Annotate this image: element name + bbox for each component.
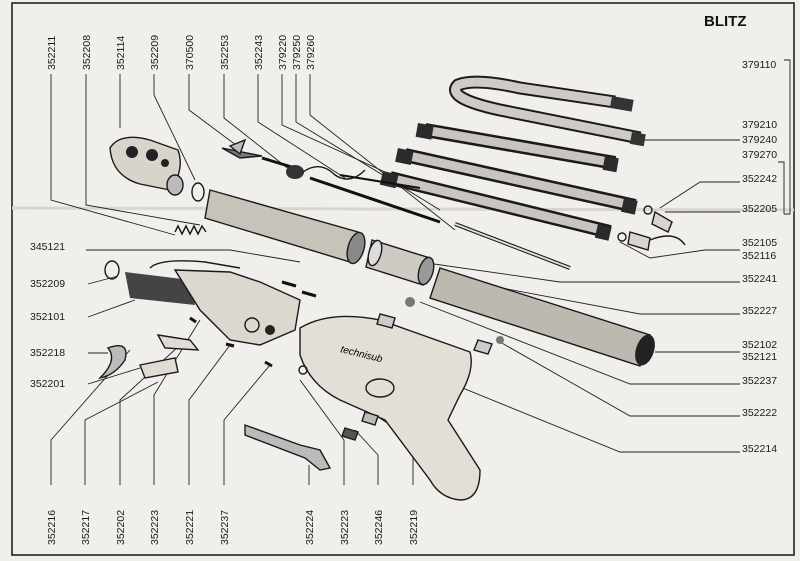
label-352223-b: 352223 xyxy=(339,510,351,545)
label-352208: 352208 xyxy=(81,35,93,70)
bottom-labels: 352216 352217 352202 352223 352221 35223… xyxy=(46,510,420,545)
mechanism-frame xyxy=(173,269,301,346)
trigger-352218 xyxy=(97,345,127,380)
pistol-grip-352214: technisub xyxy=(299,315,481,501)
label-352223-a: 352223 xyxy=(149,510,161,545)
spring-352208 xyxy=(174,224,207,236)
screws-352246 xyxy=(298,365,379,441)
label-379260: 379260 xyxy=(305,35,317,70)
label-352224: 352224 xyxy=(304,510,316,545)
top-labels: 352211 352208 352114 352209 370500 35225… xyxy=(46,35,317,70)
pins-352223 xyxy=(189,280,317,368)
label-352241: 352241 xyxy=(742,273,777,285)
label-352214: 352214 xyxy=(742,443,777,455)
label-379270: 379270 xyxy=(742,149,777,161)
label-352211: 352211 xyxy=(46,36,58,70)
label-352237-right: 352237 xyxy=(742,375,777,387)
label-352216: 352216 xyxy=(46,510,58,545)
label-379250: 379250 xyxy=(291,35,303,70)
label-352209-top: 352209 xyxy=(149,35,161,70)
label-352205: 352205 xyxy=(742,203,777,215)
barrel-352227 xyxy=(204,189,655,367)
handle-tube-352101 xyxy=(104,260,241,305)
label-352218: 352218 xyxy=(30,347,65,359)
trigger-lever-352217 xyxy=(139,334,200,379)
label-352227: 352227 xyxy=(742,305,777,317)
left-labels: 345121 352209 352101 352218 352201 xyxy=(30,241,65,390)
label-352101: 352101 xyxy=(30,311,65,323)
label-352209-left: 352209 xyxy=(30,278,65,290)
label-352114: 352114 xyxy=(115,36,127,70)
sheet-border xyxy=(11,2,795,556)
shaft-rod-352243 xyxy=(309,174,441,224)
band-fitting-352105 xyxy=(617,231,686,251)
label-379240: 379240 xyxy=(742,134,777,146)
label-352102: 352102 xyxy=(742,339,777,351)
muzzle-head-352114 xyxy=(109,136,184,196)
bushings-352222 xyxy=(376,297,504,355)
rubber-band-379240 xyxy=(395,148,638,215)
label-379220: 379220 xyxy=(277,35,289,70)
band-fitting-352242 xyxy=(643,205,673,233)
label-370500: 370500 xyxy=(184,35,196,70)
label-352221: 352221 xyxy=(184,510,196,545)
label-379110: 379110 xyxy=(742,59,776,71)
rubber-band-379270 xyxy=(379,171,612,241)
spear-shaft-352253 xyxy=(261,156,366,180)
label-352222: 352222 xyxy=(742,407,777,419)
right-labels: 379110 379210 379240 379270 352242 35220… xyxy=(742,59,777,455)
o-ring-352209-top xyxy=(191,182,205,202)
label-379210: 379210 xyxy=(742,119,777,131)
right-sub-bracket xyxy=(778,161,785,214)
shaft-rod-352241 xyxy=(454,222,571,270)
label-352121: 352121 xyxy=(742,351,777,363)
spear-tip-370500 xyxy=(221,138,263,159)
label-352219: 352219 xyxy=(408,510,420,545)
rubber-band-379210 xyxy=(415,123,619,173)
label-352201: 352201 xyxy=(30,378,65,390)
label-352246: 352246 xyxy=(373,510,385,545)
rubber-loop-379110 xyxy=(449,75,646,147)
label-352242: 352242 xyxy=(742,173,777,185)
label-352237-bottom: 352237 xyxy=(219,510,231,545)
right-bracket xyxy=(784,59,791,215)
label-352253: 352253 xyxy=(219,35,231,70)
label-345121: 345121 xyxy=(30,241,65,253)
label-352243: 352243 xyxy=(253,35,265,70)
label-352116: 352116 xyxy=(742,250,776,262)
safety-lever-352224 xyxy=(244,424,332,471)
label-352202: 352202 xyxy=(115,510,127,545)
label-352217: 352217 xyxy=(80,510,92,545)
connector-sleeve xyxy=(365,239,435,286)
diagram-title: BLITZ xyxy=(704,13,747,30)
label-352105: 352105 xyxy=(742,237,777,249)
